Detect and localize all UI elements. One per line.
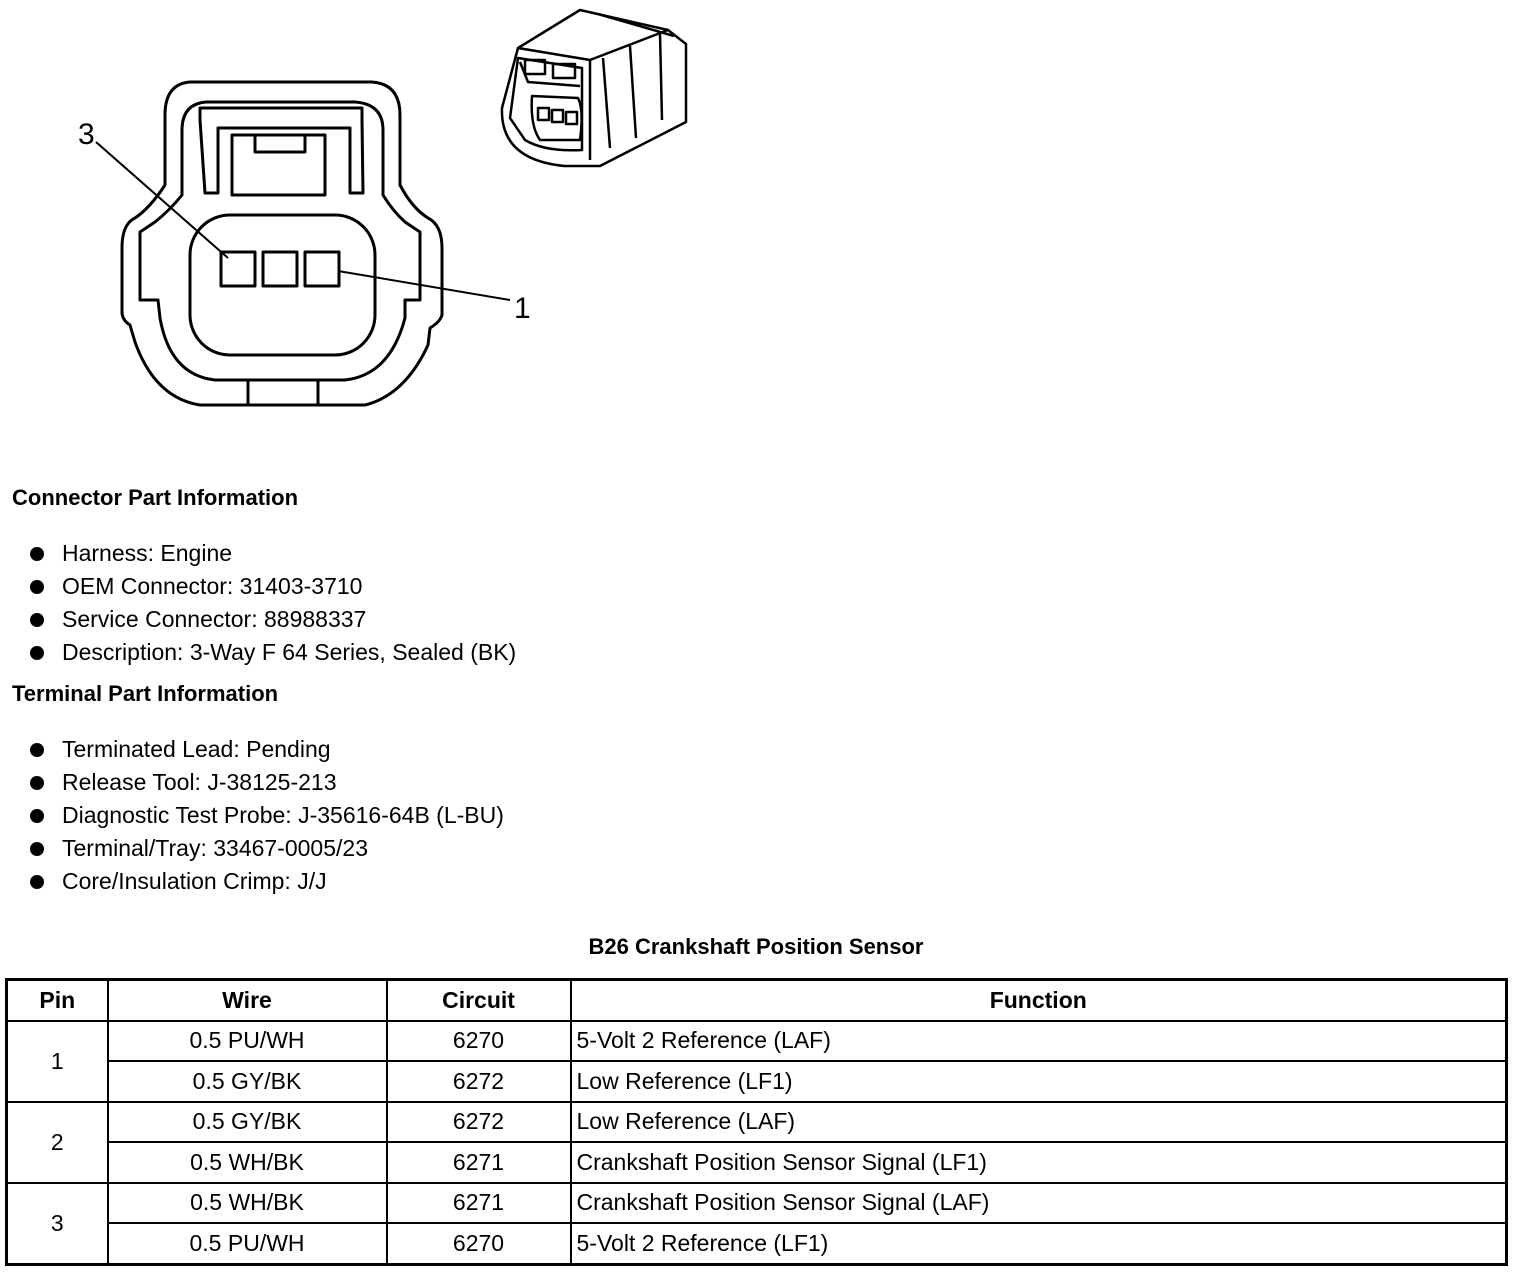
list-item: Diagnostic Test Probe: J-35616-64B (L-BU… (28, 799, 504, 832)
list-item: OEM Connector: 31403-3710 (28, 570, 516, 603)
connector-info-title: Connector Part Information (12, 485, 299, 510)
terminal-cavity (188, 213, 377, 357)
circuit-cell: 6271 (385, 1181, 572, 1224)
function-cell: Low Reference (LAF) (569, 1100, 1508, 1143)
pin-cell: 3 (5, 1181, 109, 1265)
pin-cell: 1 (5, 1019, 109, 1103)
connector-latch (198, 106, 364, 120)
terminal-pin-1 (303, 250, 341, 288)
bullet-icon (30, 743, 44, 757)
connector-info-list: Harness: Engine OEM Connector: 31403-371… (28, 537, 516, 669)
connector-diagram: 3 1 (78, 8, 688, 407)
bullet-icon (30, 809, 44, 823)
function-cell: Crankshaft Position Sensor Signal (LAF) (569, 1181, 1508, 1224)
wire-cell: 0.5 PU/WH (106, 1019, 388, 1062)
list-item: Terminated Lead: Pending (28, 733, 504, 766)
terminal-pin-3 (219, 250, 257, 288)
header-circuit: Circuit (385, 978, 572, 1022)
pin-cell: 2 (5, 1100, 109, 1184)
bullet-icon (30, 613, 44, 627)
list-item: Core/Insulation Crimp: J/J (28, 865, 504, 898)
callout-label-1: 1 (514, 292, 531, 325)
callout-label-3: 3 (78, 118, 95, 151)
connector-inner-outline (138, 100, 422, 382)
table-row: 0.5 GY/BK 6272 Low Reference (LF1) (7, 1060, 1508, 1103)
bullet-icon (30, 547, 44, 561)
table-row: 3 0.5 WH/BK 6271 Crankshaft Position Sen… (5, 1181, 1508, 1265)
wire-cell: 0.5 WH/BK (106, 1181, 388, 1224)
table-row: 0.5 WH/BK 6271 Crankshaft Position Senso… (7, 1141, 1508, 1184)
table-title: B26 Crankshaft Position Sensor (588, 934, 924, 959)
list-item: Description: 3-Way F 64 Series, Sealed (… (28, 636, 516, 669)
terminal-info-title: Terminal Part Information (12, 681, 279, 706)
bullet-icon (30, 875, 44, 889)
function-cell: Crankshaft Position Sensor Signal (LF1) (569, 1141, 1508, 1184)
list-item: Service Connector: 88988337 (28, 603, 516, 636)
function-cell: 5-Volt 2 Reference (LF1) (569, 1222, 1508, 1265)
bullet-icon (30, 580, 44, 594)
function-cell: 5-Volt 2 Reference (LAF) (569, 1019, 1508, 1062)
header-wire: Wire (106, 978, 388, 1022)
pinout-table: Pin Wire Circuit Function 1 0.5 PU/WH 62… (5, 978, 1508, 1266)
circuit-cell: 6271 (385, 1141, 572, 1184)
connector-housing-outline (120, 80, 444, 407)
callout-leader-1 (337, 270, 511, 301)
table-header-row: Pin Wire Circuit Function (5, 978, 1508, 1022)
wire-cell: 0.5 GY/BK (106, 1060, 388, 1103)
list-item: Terminal/Tray: 33467-0005/23 (28, 832, 504, 865)
wire-cell: 0.5 GY/BK (106, 1100, 388, 1143)
table-row: 2 0.5 GY/BK 6272 Low Reference (LAF) (5, 1100, 1508, 1184)
bullet-icon (30, 842, 44, 856)
table-row: 0.5 PU/WH 6270 5-Volt 2 Reference (LF1) (7, 1222, 1508, 1265)
connector-3d-view-icon (500, 8, 688, 168)
bullet-icon (30, 646, 44, 660)
circuit-cell: 6272 (385, 1060, 572, 1103)
list-item: Harness: Engine (28, 537, 516, 570)
list-item: Release Tool: J-38125-213 (28, 766, 504, 799)
terminal-info-list: Terminated Lead: Pending Release Tool: J… (28, 733, 504, 898)
function-cell: Low Reference (LF1) (569, 1060, 1508, 1103)
header-pin: Pin (5, 978, 109, 1022)
circuit-cell: 6270 (385, 1222, 572, 1265)
table-row: 1 0.5 PU/WH 6270 5-Volt 2 Reference (LAF… (5, 1019, 1508, 1103)
terminal-pin-2 (261, 250, 299, 288)
bullet-icon (30, 776, 44, 790)
circuit-cell: 6272 (385, 1100, 572, 1143)
circuit-cell: 6270 (385, 1019, 572, 1062)
callout-leader-3 (95, 141, 229, 259)
header-function: Function (569, 978, 1508, 1022)
wire-cell: 0.5 PU/WH (106, 1222, 388, 1265)
wire-cell: 0.5 WH/BK (106, 1141, 388, 1184)
